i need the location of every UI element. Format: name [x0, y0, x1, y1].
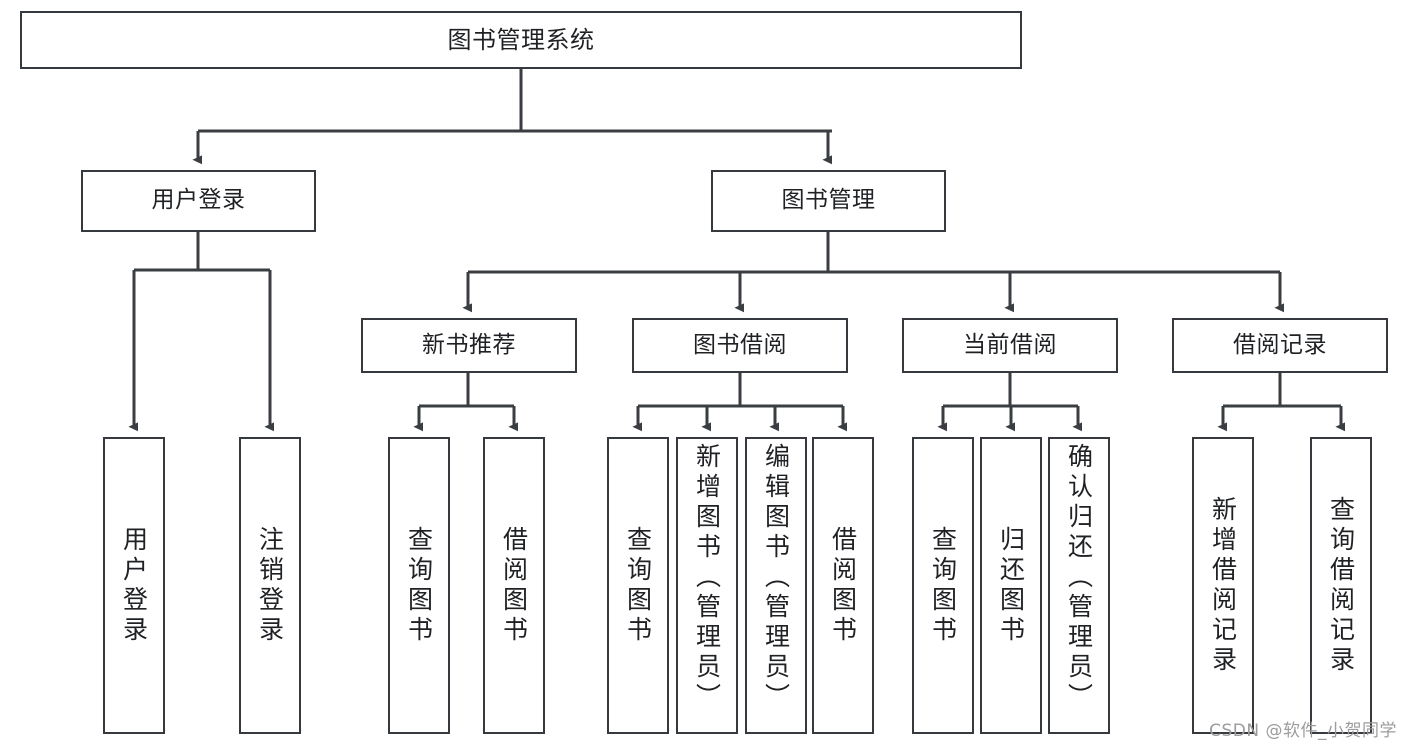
node-label: 查询图书 — [928, 525, 958, 646]
node-label: 查询图书 — [404, 525, 434, 646]
node-label: 用户登录 — [151, 187, 246, 214]
node-leaf-logout-login[interactable]: 注销登录 — [239, 437, 301, 734]
node-leaf-edit-book[interactable]: 编辑图书（管理员） — [745, 437, 807, 734]
node-label: 归还图书 — [996, 525, 1026, 646]
node-label: 图书借阅 — [693, 331, 787, 358]
node-leaf-query-book-2[interactable]: 查询图书 — [607, 437, 669, 734]
node-current-borrow[interactable]: 当前借阅 — [902, 318, 1118, 373]
watermark-text: CSDN @软件_小贺同学 — [1209, 721, 1397, 741]
node-root-book-management-system[interactable]: 图书管理系统 — [20, 11, 1022, 69]
node-leaf-add-record[interactable]: 新增借阅记录 — [1192, 437, 1254, 734]
node-label: 新增借阅记录 — [1208, 495, 1238, 676]
node-new-book-recommend[interactable]: 新书推荐 — [361, 318, 577, 373]
node-label: 当前借阅 — [963, 331, 1057, 358]
node-leaf-query-record[interactable]: 查询借阅记录 — [1310, 437, 1372, 734]
node-label: 编辑图书（管理员） — [761, 443, 791, 713]
node-user-login[interactable]: 用户登录 — [81, 170, 316, 232]
node-borrow-record[interactable]: 借阅记录 — [1172, 318, 1388, 373]
node-label: 新增图书（管理员） — [692, 443, 722, 713]
node-book-borrow[interactable]: 图书借阅 — [632, 318, 848, 373]
node-leaf-query-book-3[interactable]: 查询图书 — [912, 437, 974, 734]
node-leaf-borrow-book-1[interactable]: 借阅图书 — [483, 437, 545, 734]
node-leaf-query-book-1[interactable]: 查询图书 — [388, 437, 450, 734]
node-label: 借阅记录 — [1233, 331, 1327, 358]
node-label: 查询借阅记录 — [1326, 495, 1356, 676]
node-leaf-add-book[interactable]: 新增图书（管理员） — [676, 437, 738, 734]
node-leaf-confirm-return[interactable]: 确认归还（管理员） — [1048, 437, 1110, 734]
node-label: 注销登录 — [255, 525, 285, 646]
node-label: 新书推荐 — [422, 331, 516, 358]
node-label: 借阅图书 — [499, 525, 529, 646]
node-label: 图书管理 — [781, 187, 876, 214]
node-leaf-borrow-book-2[interactable]: 借阅图书 — [812, 437, 874, 734]
node-label: 查询图书 — [623, 525, 653, 646]
node-leaf-return-book[interactable]: 归还图书 — [980, 437, 1042, 734]
node-label: 用户登录 — [119, 525, 149, 646]
node-label: 图书管理系统 — [447, 25, 595, 54]
node-label: 借阅图书 — [828, 525, 858, 646]
node-label: 确认归还（管理员） — [1064, 443, 1094, 713]
node-leaf-user-login[interactable]: 用户登录 — [103, 437, 165, 734]
node-book-management[interactable]: 图书管理 — [711, 170, 946, 232]
